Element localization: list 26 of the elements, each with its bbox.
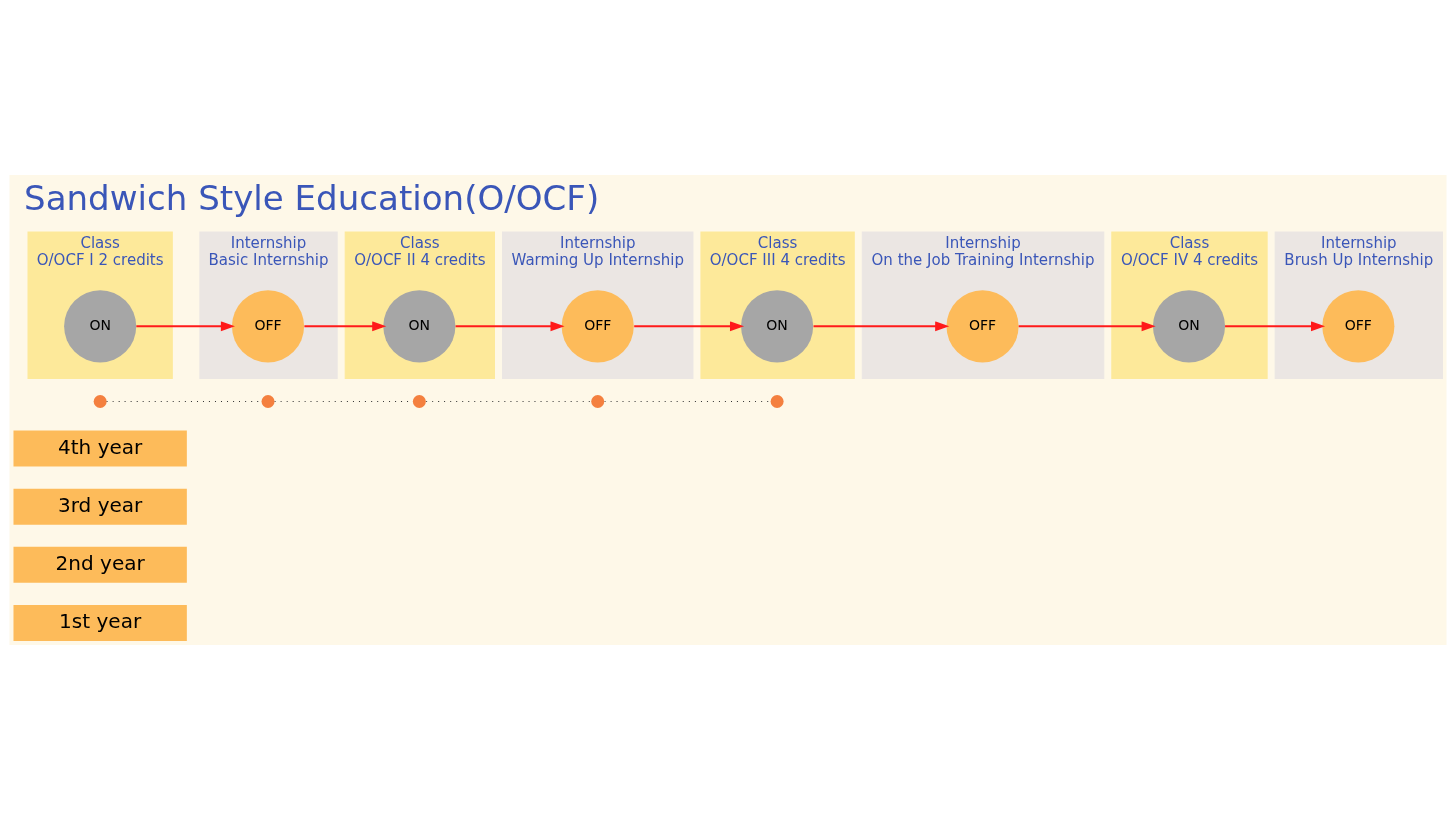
node-circle: ON [383,289,456,362]
node-circle [93,394,107,408]
arrow [812,320,950,331]
node-circle: ON [1152,289,1226,362]
diagram-title: Sandwich Style Education(O/OCF) [24,177,600,218]
node-circle: ON [64,289,137,362]
arrow [303,320,387,331]
node-box: 4th year [13,430,187,467]
node-box: 1st year [13,604,187,641]
node-circle: OFF [1322,289,1395,362]
node-box: 2nd year [13,546,187,583]
node-circle [261,394,275,408]
node-circle [412,394,426,408]
connector [425,400,592,402]
node-circle [591,394,605,408]
node-circle: OFF [561,289,634,362]
arrow [633,320,745,331]
node-circle: OFF [231,289,305,362]
node-circle: ON [741,289,814,362]
arrow [454,320,565,331]
arrow [135,320,235,331]
node-circle: OFF [946,289,1019,362]
arrow [1224,320,1326,331]
node-circle [770,394,784,408]
node-box: 3rd year [13,488,187,525]
arrow [1017,320,1156,331]
